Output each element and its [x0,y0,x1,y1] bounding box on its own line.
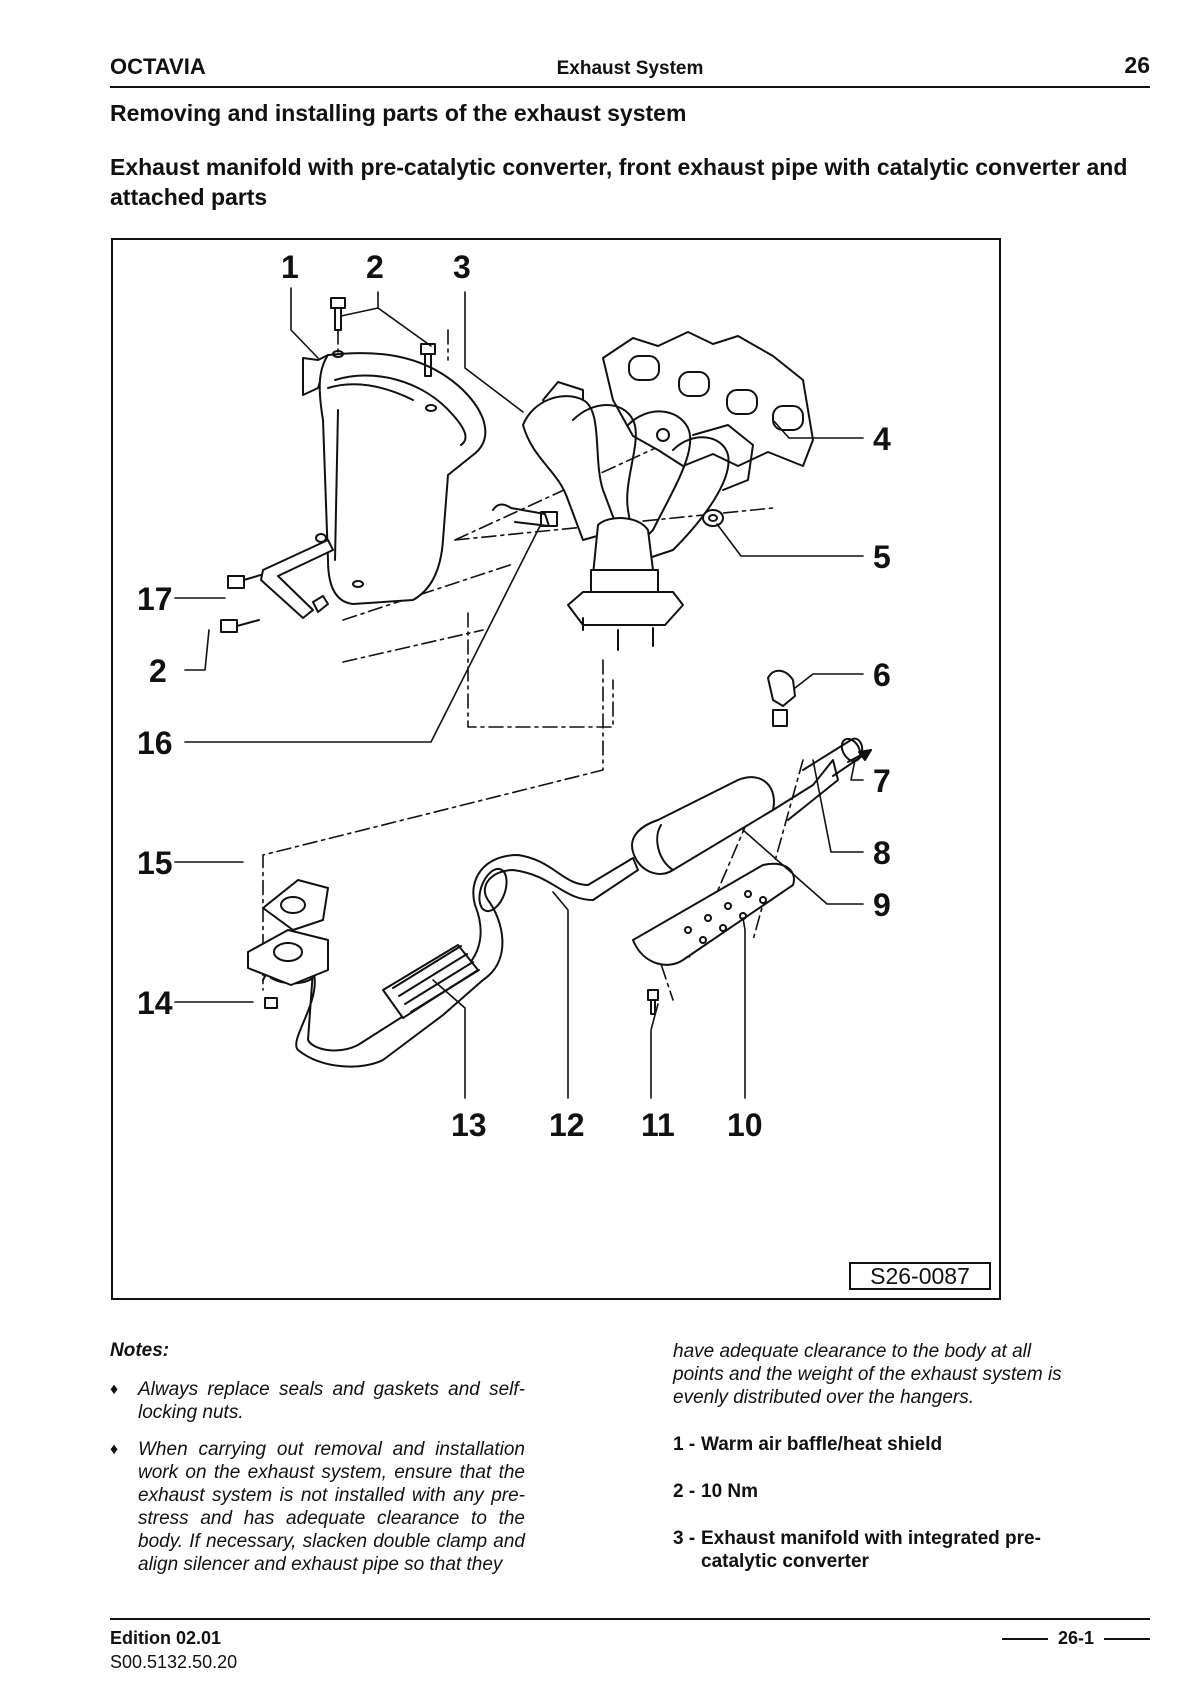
callout-17: 17 [137,581,173,617]
part-item: 2 - 10 Nm [673,1480,1073,1503]
callout-4: 4 [873,421,891,457]
notes-title: Notes: [110,1340,170,1361]
parts-section: have adequate clearance to the body at a… [673,1340,1073,1597]
leader-lines [174,287,864,1099]
note-text: Always replace seals and gaskets and sel… [138,1379,525,1423]
callout-6: 6 [873,657,891,693]
note-item: ♦ Always replace seals and gaskets and s… [110,1378,525,1424]
callout-9: 9 [873,887,891,923]
page-number-text: 26-1 [1057,1628,1094,1648]
callout-7: 7 [873,763,891,799]
page-dash-right [1104,1637,1150,1640]
figure-reference: S26-0087 [849,1262,991,1290]
page-header: OCTAVIA Exhaust System 26 [110,52,1150,88]
callout-15: 15 [137,845,173,881]
assembly-lines [262,329,804,1001]
callout-8: 8 [873,835,891,871]
bolts-top [330,297,436,377]
callout-13: 13 [451,1107,487,1143]
exhaust-diagram: 1 2 3 4 5 6 7 8 9 10 11 12 13 14 15 16 1… [111,238,1001,1300]
part-item: 3 - Exhaust manifold with integrated pre… [673,1527,1073,1573]
callout-16: 16 [137,725,173,761]
page-number: 26-1 [1001,1628,1150,1649]
lambda-probe-upper [492,503,558,527]
callout-11: 11 [641,1107,675,1143]
section-title: Exhaust System [556,58,704,79]
callout-14: 14 [137,985,173,1021]
edition-label: Edition 02.01 [110,1628,222,1648]
callout-labels: 1 2 3 4 5 6 7 8 9 10 11 12 13 14 15 16 1… [137,249,891,1143]
callout-3: 3 [453,249,471,285]
callout-2-lower: 2 [149,653,167,689]
note-continuation: have adequate clearance to the body at a… [673,1341,1062,1408]
heat-shield [302,350,487,605]
callout-10: 10 [727,1107,763,1143]
note-item: ♦ When carrying out removal and installa… [110,1438,525,1576]
callout-5: 5 [873,539,891,575]
document-number: S00.5132.50.20 [110,1652,238,1672]
callout-2: 2 [366,249,384,285]
footer-divider [110,1618,1150,1620]
heat-shield-lower [632,862,795,966]
page-title: Removing and installing parts of the exh… [110,100,687,126]
brand-name: OCTAVIA [110,54,206,79]
nut-5 [702,509,724,527]
part-description: Exhaust manifold with integrated pre-cat… [701,1528,1041,1572]
bracket-17 [220,539,334,633]
diamond-bullet-icon: ♦ [110,1441,119,1458]
callout-12: 12 [549,1107,585,1143]
page-dash-left [1001,1637,1048,1640]
front-exhaust-pipe [247,854,639,1068]
part-number: 2 - [673,1481,696,1502]
manifold-gasket [602,331,814,467]
exhaust-illustration: 1 2 3 4 5 6 7 8 9 10 11 12 13 14 15 16 1… [137,249,891,1143]
exhaust-manifold [522,381,754,651]
lambda-probe-lower [767,669,796,727]
part-number: 1 - [673,1434,696,1455]
part-item: 1 - Warm air baffle/heat shield [673,1433,1073,1456]
catalytic-converter [631,737,864,875]
part-description: 10 Nm [701,1481,759,1502]
part-description: Warm air baffle/heat shield [701,1434,943,1455]
notes-section: Notes: ♦ Always replace seals and gasket… [110,1340,525,1590]
chapter-number: 26 [1124,52,1150,78]
screw-11 [647,989,659,1015]
page-subtitle: Exhaust manifold with pre-catalytic conv… [110,154,1128,210]
part-number: 3 - [673,1528,696,1549]
note-text: When carrying out removal and installati… [138,1439,525,1575]
callout-1: 1 [281,249,299,285]
diamond-bullet-icon: ♦ [110,1381,119,1398]
